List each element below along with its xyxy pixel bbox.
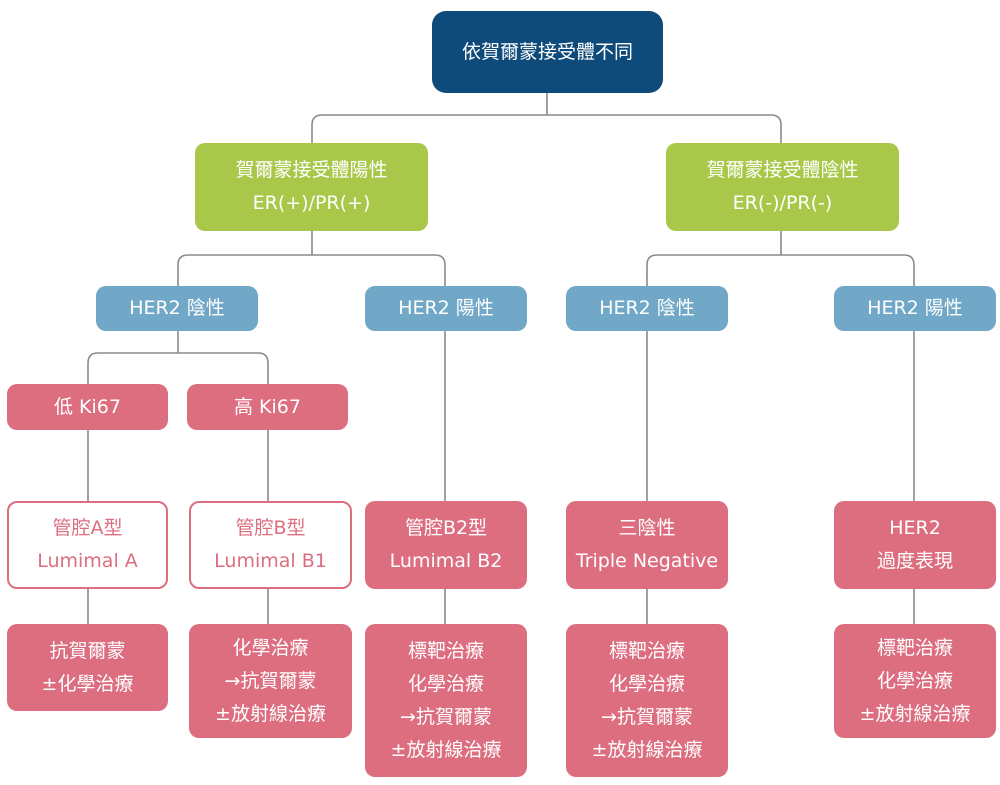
her2-overexpression-line2: 過度表現: [876, 550, 953, 572]
treatment-line: →抗賀爾蒙: [400, 705, 492, 728]
luminal-b2-line2: Lumimal B2: [389, 550, 503, 572]
root-label: 依賀爾蒙接受體不同: [461, 40, 633, 63]
hormone-positive-line2: ER(+)/PR(+): [252, 192, 371, 214]
treatment-line: →抗賀爾蒙: [601, 705, 693, 728]
high-ki67-label: 高 Ki67: [234, 395, 301, 418]
luminal-a-line2: Lumimal A: [37, 550, 138, 572]
her2-overexpression-line1: HER2: [889, 517, 941, 539]
hormone-negative-node: 賀爾蒙接受體陰性 ER(-)/PR(-): [666, 143, 899, 231]
treatment-luminal-b1: 化學治療 →抗賀爾蒙 ±放射線治療: [189, 624, 352, 738]
luminal-a-node: 管腔A型 Lumimal A: [7, 501, 168, 589]
hormone-positive-node: 賀爾蒙接受體陽性 ER(+)/PR(+): [195, 143, 428, 231]
luminal-a-line1: 管腔A型: [52, 517, 123, 539]
low-ki67-node: 低 Ki67: [7, 384, 168, 430]
treatment-line: 標靶治療: [407, 639, 484, 662]
treatment-line: 標靶治療: [876, 636, 953, 659]
treatment-line: 標靶治療: [608, 639, 685, 662]
treatment-line: ±放射線治療: [390, 738, 502, 761]
hormone-negative-line1: 賀爾蒙接受體陰性: [706, 159, 859, 181]
treatment-line: 抗賀爾蒙: [49, 639, 126, 662]
treatment-line: 化學治療: [232, 636, 309, 659]
high-ki67-node: 高 Ki67: [187, 384, 348, 430]
treatment-her2-overexpression: 標靶治療 化學治療 ±放射線治療: [834, 624, 996, 738]
her2-positive-node-right: HER2 陽性: [834, 286, 996, 331]
treatment-line: ±放射線治療: [859, 702, 971, 725]
treatment-line: →抗賀爾蒙: [224, 669, 317, 692]
luminal-b2-line1: 管腔B2型: [404, 517, 488, 539]
luminal-b1-node: 管腔B型 Lumimal B1: [189, 501, 352, 589]
triple-negative-node: 三陰性 Triple Negative: [566, 501, 728, 589]
her2-negative-node-right: HER2 陰性: [566, 286, 728, 331]
treatment-line: ±放射線治療: [591, 738, 703, 761]
luminal-b2-node: 管腔B2型 Lumimal B2: [365, 501, 527, 589]
root-node: 依賀爾蒙接受體不同: [432, 11, 663, 93]
her2-overexpression-node: HER2 過度表現: [834, 501, 996, 589]
her2-positive-node-left: HER2 陽性: [365, 286, 527, 331]
luminal-b1-line2: Lumimal B1: [214, 550, 327, 572]
low-ki67-label: 低 Ki67: [54, 395, 121, 418]
treatment-line: ±化學治療: [41, 672, 134, 695]
treatment-luminal-a: 抗賀爾蒙 ±化學治療: [7, 624, 168, 711]
triple-negative-line1: 三陰性: [618, 517, 676, 539]
her2-negative-label-right: HER2 陰性: [599, 297, 695, 319]
her2-negative-label-left: HER2 陰性: [129, 297, 225, 319]
treatment-line: 化學治療: [608, 672, 685, 695]
her2-positive-label-right: HER2 陽性: [867, 297, 963, 319]
her2-positive-label-left: HER2 陽性: [398, 297, 494, 319]
treatment-triple-negative: 標靶治療 化學治療 →抗賀爾蒙 ±放射線治療: [566, 624, 728, 777]
treatment-luminal-b2: 標靶治療 化學治療 →抗賀爾蒙 ±放射線治療: [365, 624, 527, 777]
luminal-b1-line1: 管腔B型: [235, 517, 306, 539]
her2-negative-node-left: HER2 陰性: [96, 286, 258, 331]
hormone-positive-line1: 賀爾蒙接受體陽性: [235, 159, 388, 181]
treatment-line: ±放射線治療: [215, 702, 326, 725]
treatment-line: 化學治療: [407, 672, 484, 695]
triple-negative-line2: Triple Negative: [575, 550, 719, 572]
treatment-line: 化學治療: [876, 669, 953, 692]
hormone-negative-line2: ER(-)/PR(-): [732, 192, 833, 214]
